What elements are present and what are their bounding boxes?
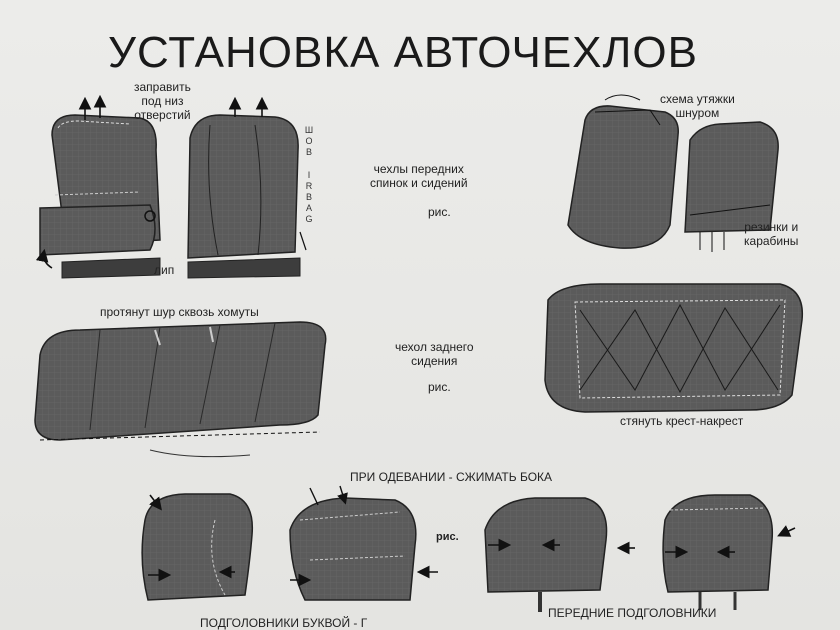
headrest-fig-label: рис.: [436, 531, 459, 543]
note-elastic: резинки и карабины: [744, 220, 798, 248]
lacing-figure-backrest: [567, 94, 779, 252]
note-elastic-line2: карабины: [744, 234, 799, 248]
rear-fig-label: рис.: [428, 380, 451, 394]
note-lacing-line1: схема утяжки: [660, 92, 735, 106]
note-cross: стянуть крест-накрест: [620, 414, 744, 428]
front-fig-label: рис.: [428, 205, 451, 219]
headrest-figure-2: [289, 485, 438, 601]
note-lip: лип: [154, 263, 175, 277]
note-lacing: схема утяжки шнуром: [660, 92, 735, 120]
note-elastic-line1: резинки и: [744, 220, 799, 234]
headrest-figure-3: [484, 497, 635, 612]
front-covers-label: чехлы передних спинок и сидений: [370, 162, 468, 190]
note-holes-line2: под низ: [141, 94, 184, 108]
page-title: УСТАНОВКА АВТОЧЕХЛОВ: [108, 28, 698, 77]
rear-seat-figure-right: [544, 283, 804, 413]
front-covers-line1: чехлы передних: [373, 162, 464, 176]
headrest-figure-4: [662, 494, 796, 610]
rear-cover-label: чехол заднего сидения: [395, 340, 474, 368]
front-seat-figure-left: [35, 94, 161, 279]
note-holes-line1: заправить: [134, 80, 191, 94]
note-holes-line3: отверстий: [134, 108, 191, 122]
rear-seat-figure-left: [34, 321, 327, 458]
note-squeeze: ПРИ ОДЕВАНИИ - СЖИМАТЬ БОКА: [350, 470, 553, 484]
headrest-figure-1: [141, 493, 254, 601]
caption-headrests-right: ПЕРЕДНИЕ ПОДГОЛОВНИКИ: [548, 606, 717, 620]
front-covers-line2: спинок и сидений: [370, 176, 468, 190]
rear-cover-line2: сидения: [411, 354, 458, 368]
rear-cover-line1: чехол заднего: [395, 340, 474, 354]
caption-headrests-left: ПОДГОЛОВНИКИ БУКВОЙ - Г: [200, 616, 368, 630]
note-holes: заправить под низ отверстий: [134, 80, 191, 122]
note-strap: протянут шур сквозь хомуты: [100, 305, 259, 319]
front-seat-figure-right: [187, 96, 307, 279]
note-lacing-line2: шнуром: [675, 106, 720, 120]
